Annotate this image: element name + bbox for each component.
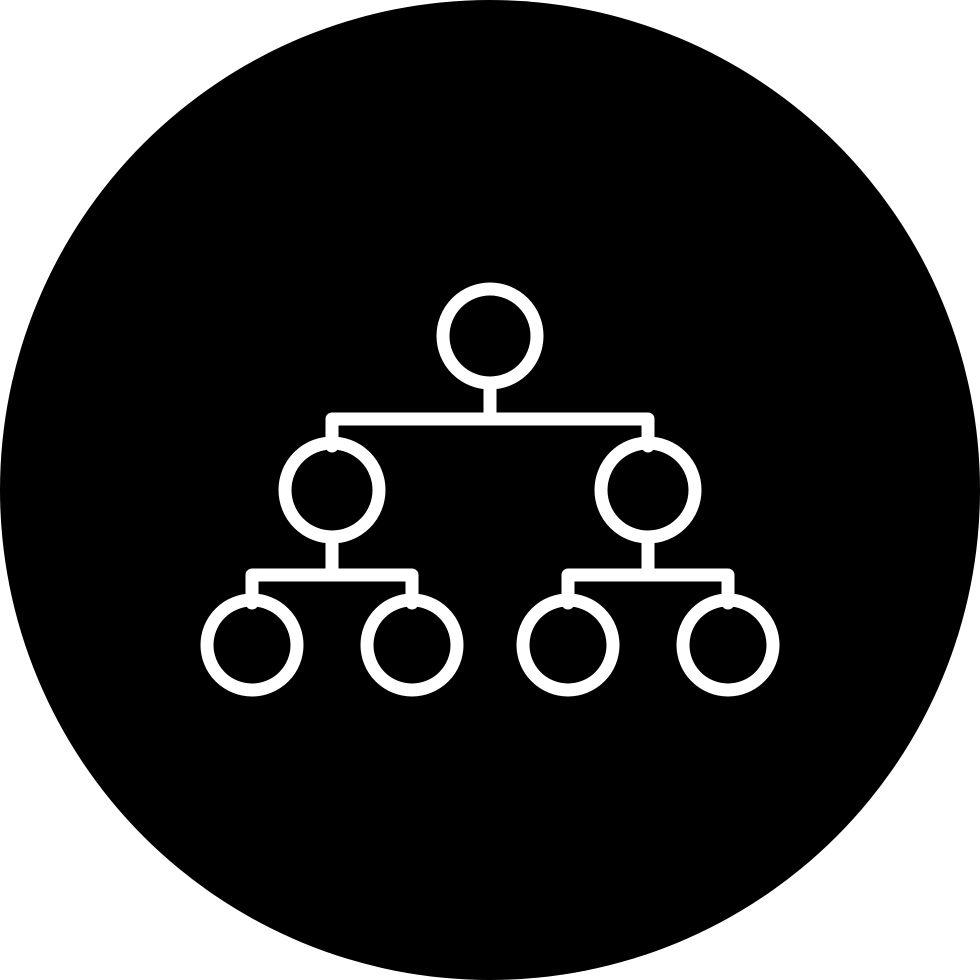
root-node — [436, 282, 544, 390]
left-branch-connector — [245, 533, 419, 610]
org-chart-lines — [200, 282, 780, 697]
right-branch-connector — [561, 533, 735, 610]
level2-node-right — [594, 436, 702, 544]
root-connector — [325, 379, 655, 453]
leaf-node-4 — [676, 593, 780, 697]
leaf-node-2 — [360, 593, 464, 697]
level2-node-left — [278, 436, 386, 544]
leaf-node-3 — [516, 593, 620, 697]
leaf-node-1 — [200, 593, 304, 697]
